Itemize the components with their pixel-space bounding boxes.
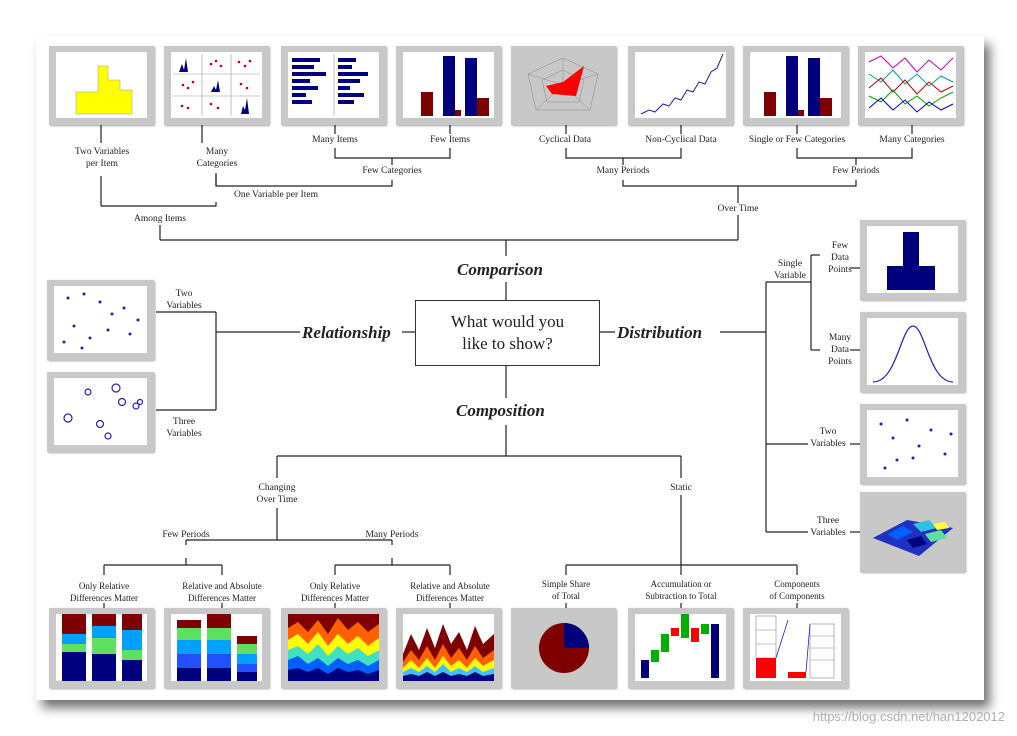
label-accumulation: Accumulation or Subtraction to Total — [645, 579, 717, 601]
label-simple-share: Simple Share of Total — [541, 579, 591, 601]
stacked-column-with-subcomponents-chart — [750, 614, 841, 681]
label-cyclical-data: Cyclical Data — [539, 135, 591, 145]
waterfall-chart — [635, 614, 726, 681]
stacked-column-chart — [171, 614, 262, 681]
variable-width-column-chart — [56, 52, 147, 118]
thumb-table-bars — [281, 46, 386, 125]
thumb-stacked-100-column-subcomponents — [743, 608, 848, 688]
label-one-variable-per-item: One Variable per Item — [234, 190, 318, 200]
label-few-data-points: Few Data Points — [828, 241, 852, 275]
category-comparison: Comparison — [457, 260, 543, 279]
thumb-multi-line-chart — [858, 46, 963, 125]
thumb-stacked-100-column — [49, 608, 154, 688]
stacked-100-area-chart — [288, 614, 379, 681]
radar-chart — [518, 52, 609, 118]
label-many-categories-right: Many Categories — [879, 135, 945, 145]
label-composition-few-periods: Few Periods — [162, 530, 210, 540]
label-relative-absolute-1: Relative and Absolute Differences Matter — [182, 581, 262, 603]
label-over-time: Over Time — [717, 204, 759, 214]
center-question-box: What would you like to show? — [415, 300, 600, 366]
table-with-bars-chart — [288, 52, 379, 118]
label-few-items: Few Items — [430, 135, 470, 145]
label-many-categories-left: Many Categories — [196, 147, 238, 169]
thumb-line-chart-trend — [628, 46, 733, 125]
label-distribution-two-variables: Two Variables — [810, 427, 846, 449]
thumb-stacked-column — [164, 608, 269, 688]
label-many-data-points: Many Data Points — [828, 333, 852, 367]
scatter-matrix-chart — [171, 52, 262, 118]
line-histogram-chart — [867, 318, 958, 385]
thumb-waterfall-chart — [628, 608, 733, 688]
label-few-categories: Few Categories — [362, 166, 422, 176]
label-static: Static — [670, 483, 692, 493]
column-chart — [403, 52, 494, 118]
label-composition-many-periods: Many Periods — [365, 530, 419, 540]
thumb-radar-chart — [511, 46, 616, 125]
label-components: Components of Components — [769, 579, 825, 601]
center-question-text: What would you like to show? — [450, 312, 565, 353]
scatter-distribution-chart — [867, 410, 958, 477]
bubble-chart — [54, 378, 147, 445]
category-composition: Composition — [456, 401, 545, 420]
thumb-stacked-area — [396, 608, 501, 688]
thumb-scatter-distribution — [860, 404, 965, 484]
label-only-relative-2: Only Relative Differences Matter — [300, 581, 370, 603]
thumb-scatter-matrix — [164, 46, 269, 125]
thumb-line-histogram — [860, 312, 965, 392]
label-many-periods: Many Periods — [596, 166, 650, 176]
label-single-variable: Single Variable — [774, 259, 806, 281]
thumb-3d-area — [860, 492, 965, 572]
label-relationship-three-variables: Three Variables — [166, 417, 202, 439]
label-changing-over-time: Changing Over Time — [256, 483, 298, 505]
thumb-stacked-100-area — [281, 608, 386, 688]
pie-chart — [518, 614, 609, 681]
category-distribution: Distribution — [617, 323, 703, 342]
watermark: https://blog.csdn.net/han1202012 — [812, 709, 1005, 724]
3d-area-chart — [867, 498, 958, 565]
label-only-relative-1: Only Relative Differences Matter — [69, 581, 139, 603]
chart-chooser-sheet — [36, 36, 984, 700]
column-histogram-chart — [867, 226, 958, 293]
label-few-periods: Few Periods — [832, 166, 880, 176]
stacked-100-column-chart — [56, 614, 147, 681]
label-non-cyclical-data: Non-Cyclical Data — [645, 135, 717, 145]
thumb-column-chart — [396, 46, 501, 125]
label-two-variables-per-item: Two Variables per Item — [74, 147, 130, 169]
label-relationship-two-variables: Two Variables — [166, 289, 202, 311]
label-many-items: Many Items — [312, 135, 358, 145]
stacked-area-chart — [403, 614, 494, 681]
label-distribution-three-variables: Three Variables — [810, 516, 846, 538]
thumb-pie-chart — [511, 608, 616, 688]
thumb-variable-width-column — [49, 46, 154, 125]
label-relative-absolute-2: Relative and Absolute Differences Matter — [410, 581, 490, 603]
label-among-items: Among Items — [134, 214, 186, 224]
category-relationship: Relationship — [302, 323, 391, 342]
label-single-or-few-categories: Single or Few Categories — [748, 135, 846, 145]
multi-line-chart — [865, 52, 956, 118]
thumb-column-chart-2 — [743, 46, 848, 125]
column-chart-few-categories — [750, 52, 841, 118]
scatter-chart — [54, 286, 147, 353]
line-chart-non-cyclical — [635, 52, 726, 118]
thumb-column-histogram — [860, 220, 965, 300]
thumb-scatter-two-variables — [47, 280, 154, 360]
thumb-bubble-three-variables — [47, 372, 154, 452]
